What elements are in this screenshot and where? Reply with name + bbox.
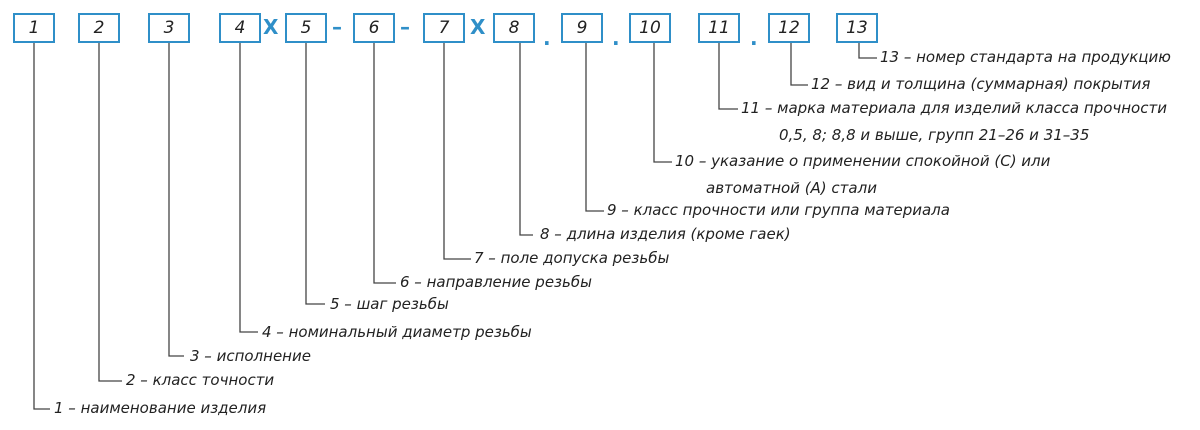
leader-line-2 [98,43,122,382]
box-2: 2 [78,13,120,43]
separator-x-2: X [470,15,486,39]
separator-dash-1: – [332,15,342,39]
leader-line-11 [718,43,738,110]
description-13: 13 – номер стандарта на продукцию [880,48,1171,66]
description-11: 11 – марка материала для изделий класса … [741,99,1167,117]
leader-line-4 [239,43,258,333]
separator-dot-1: . [543,26,551,50]
leader-line-5 [305,43,325,305]
description-2: 2 – класс точности [126,371,275,389]
box-4: 4 [219,13,261,43]
leader-line-12 [790,43,808,86]
separator-dot-2: . [612,26,620,50]
description-5: 5 – шаг резьбы [330,295,449,313]
separator-dash-2: – [400,15,410,39]
box-13: 13 [836,13,878,43]
description-3: 3 – исполнение [190,347,311,365]
box-7: 7 [423,13,465,43]
description-9: 9 – класс прочности или группа материала [607,201,950,219]
separator-dot-3: . [750,26,758,50]
box-1: 1 [13,13,55,43]
leader-line-7 [443,43,471,260]
leader-line-6 [373,43,396,284]
box-6: 6 [353,13,395,43]
box-9: 9 [561,13,603,43]
separator-x-1: X [263,15,279,39]
box-11: 11 [698,13,740,43]
description-8: 8 – длина изделия (кроме гаек) [540,225,791,243]
description-1: 1 – наименование изделия [54,399,267,417]
description-10: 10 – указание о применении спокойной (С)… [675,152,1051,170]
description-7: 7 – поле допуска резьбы [474,249,670,267]
leader-line-10 [653,43,672,163]
description-10-cont: автоматной (А) стали [706,179,877,197]
box-10: 10 [629,13,671,43]
box-12: 12 [768,13,810,43]
box-5: 5 [285,13,327,43]
leader-line-3 [168,43,184,357]
leader-line-1 [33,43,50,410]
description-4: 4 – номинальный диаметр резьбы [262,323,532,341]
box-8: 8 [493,13,535,43]
description-11-cont: 0,5, 8; 8,8 и выше, групп 21–26 и 31–35 [779,126,1090,144]
leader-line-8 [519,43,533,236]
box-3: 3 [148,13,190,43]
leader-line-9 [585,43,604,212]
leader-line-13 [858,43,877,59]
description-6: 6 – направление резьбы [400,273,592,291]
description-12: 12 – вид и толщина (суммарная) покрытия [811,75,1151,93]
